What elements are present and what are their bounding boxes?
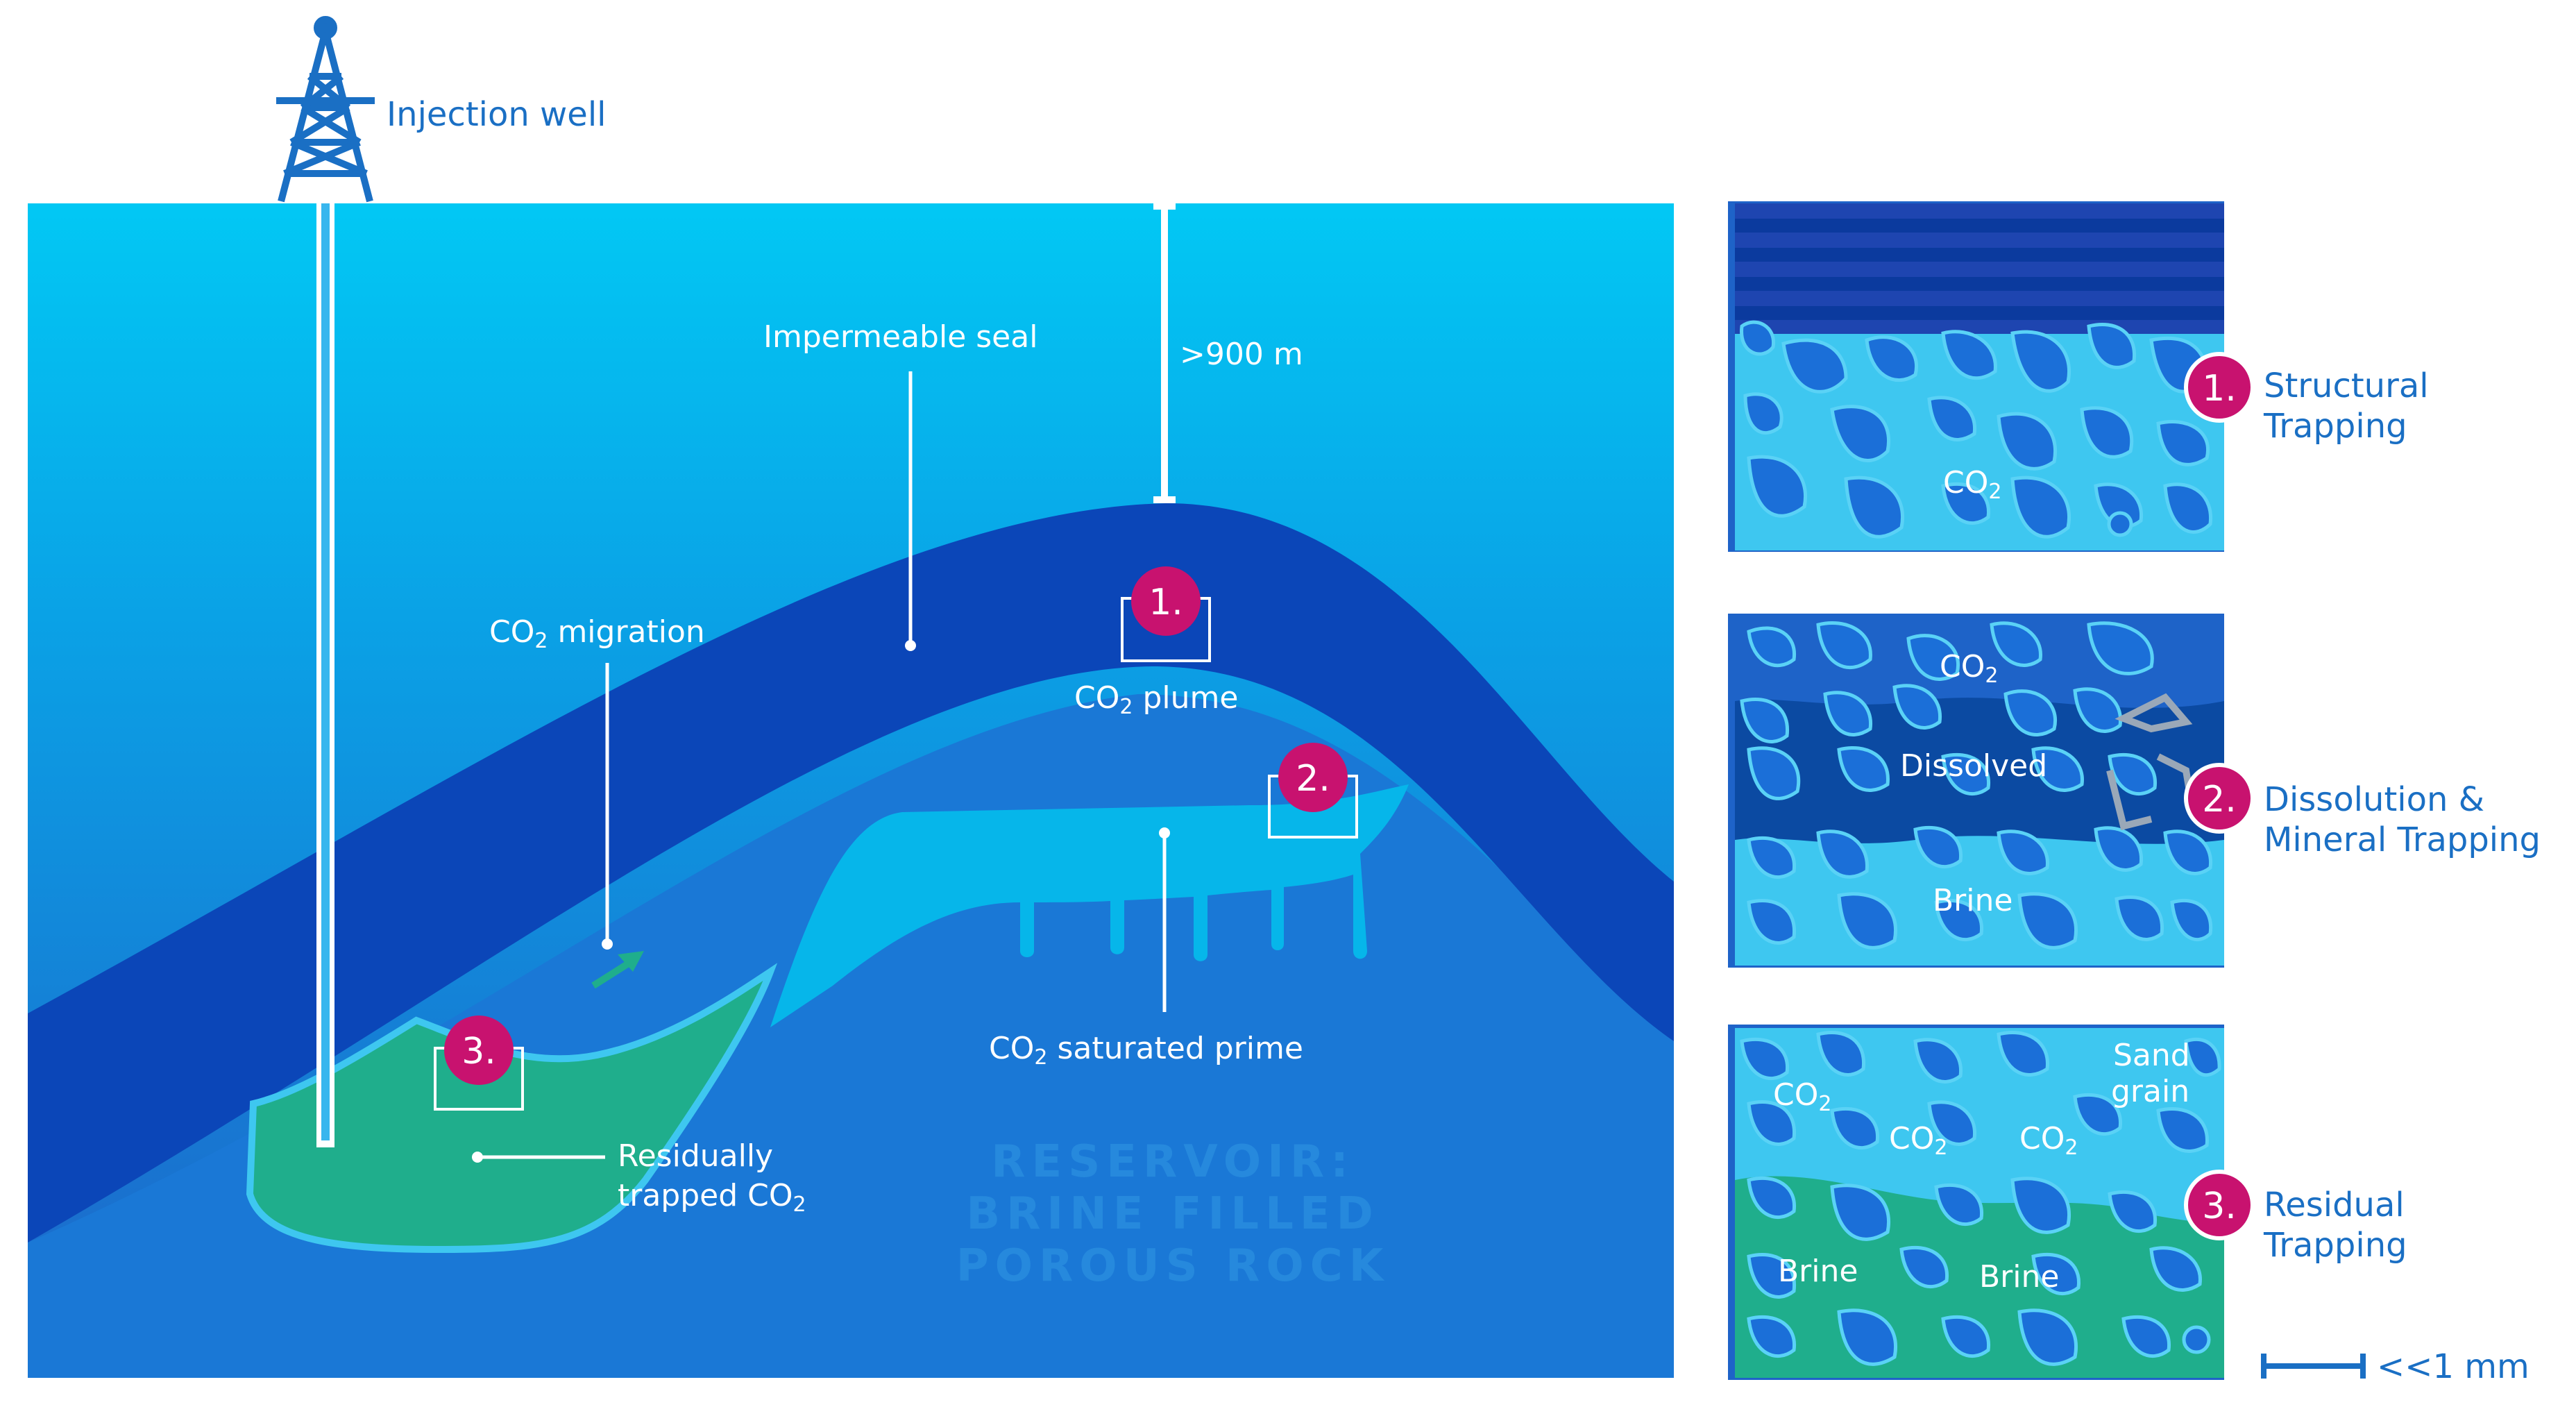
mineral-fragment-icon — [2115, 693, 2193, 733]
migration-leader-dot — [602, 938, 613, 950]
inset1-title-line1: Structural — [2264, 367, 2429, 405]
plume-label: CO2​ plume — [1074, 680, 1238, 719]
badge-2 — [1278, 743, 1348, 812]
reservoir-cross-section: >900 m Impermeable seal CO2​ migration C… — [28, 203, 1674, 1378]
residual-label-line2: trapped CO2​ — [618, 1178, 806, 1217]
injection-well-pipe-core — [321, 203, 330, 1140]
badge-1 — [1131, 566, 1201, 636]
inset3-badge — [2184, 1170, 2255, 1240]
depth-label: >900 m — [1180, 337, 1303, 372]
inset3-title-line2: Trapping — [2263, 1226, 2407, 1265]
badge-3 — [444, 1016, 514, 1085]
badge-3-number: 3. — [461, 1031, 496, 1072]
inset3-grain-label: grain — [2111, 1074, 2189, 1109]
watermark-line3: POROUS ROCK — [956, 1240, 1390, 1292]
residual-label-line1: Residually — [618, 1138, 773, 1174]
inset2-dissolved-label: Dissolved — [1900, 748, 2047, 784]
inset3-badge-number: 3. — [2202, 1186, 2237, 1227]
sand-grains — [1740, 1030, 2221, 1366]
inset1-badge — [2184, 352, 2255, 423]
saturated-leader-dot — [1159, 827, 1170, 839]
badge-2-number: 2. — [1296, 758, 1330, 800]
scale-label: <<1 mm — [2377, 1347, 2530, 1386]
oil-derrick-icon — [276, 16, 375, 203]
injection-well-label: Injection well — [387, 95, 607, 134]
inset3-brine-label-a: Brine — [1778, 1254, 1858, 1289]
inset2-badge-number: 2. — [2202, 779, 2237, 820]
sand-grains — [1740, 621, 2213, 950]
migration-arrow-head-icon — [618, 951, 644, 972]
inset1-badge-number: 1. — [2202, 368, 2237, 410]
badge-1-number: 1. — [1149, 582, 1183, 623]
scale-bar — [2261, 1354, 2366, 1379]
inset2-co2-label: CO2​ — [1940, 649, 1998, 688]
watermark-line2: BRINE FILLED — [966, 1188, 1379, 1240]
seal-leader-dot — [905, 640, 916, 651]
inset-structural-trapping: CO2​ 1. Structural Trapping — [1728, 201, 2429, 552]
watermark-line1: RESERVOIR: — [991, 1136, 1355, 1188]
inset3-title-line1: Residual — [2264, 1186, 2405, 1224]
inset2-title-line2: Mineral Trapping — [2264, 820, 2541, 859]
inset1-title-line2: Trapping — [2263, 407, 2407, 446]
co2-plume-zone — [770, 784, 1409, 1027]
seal-label: Impermeable seal — [763, 319, 1037, 355]
inset-residual-trapping: Sand grain CO2​ CO2​ CO2​ Brine Brine 3.… — [1728, 1025, 2407, 1380]
inset2-title-line1: Dissolution & — [2264, 780, 2484, 819]
inset3-sand-label: Sand — [2113, 1038, 2190, 1073]
inset2-brine-label: Brine — [1933, 883, 2012, 918]
migration-label: CO2​ migration — [489, 614, 705, 653]
inset2-badge — [2184, 763, 2255, 834]
inset3-brine-label-b: Brine — [1979, 1259, 2059, 1295]
impermeable-seal-band — [28, 503, 1674, 1242]
sand-grains — [1740, 320, 2213, 539]
inset-dissolution-trapping: CO2​ Dissolved Brine 2. Dissolution & Mi… — [1728, 614, 2541, 968]
caprock-stripes — [1735, 203, 2224, 334]
